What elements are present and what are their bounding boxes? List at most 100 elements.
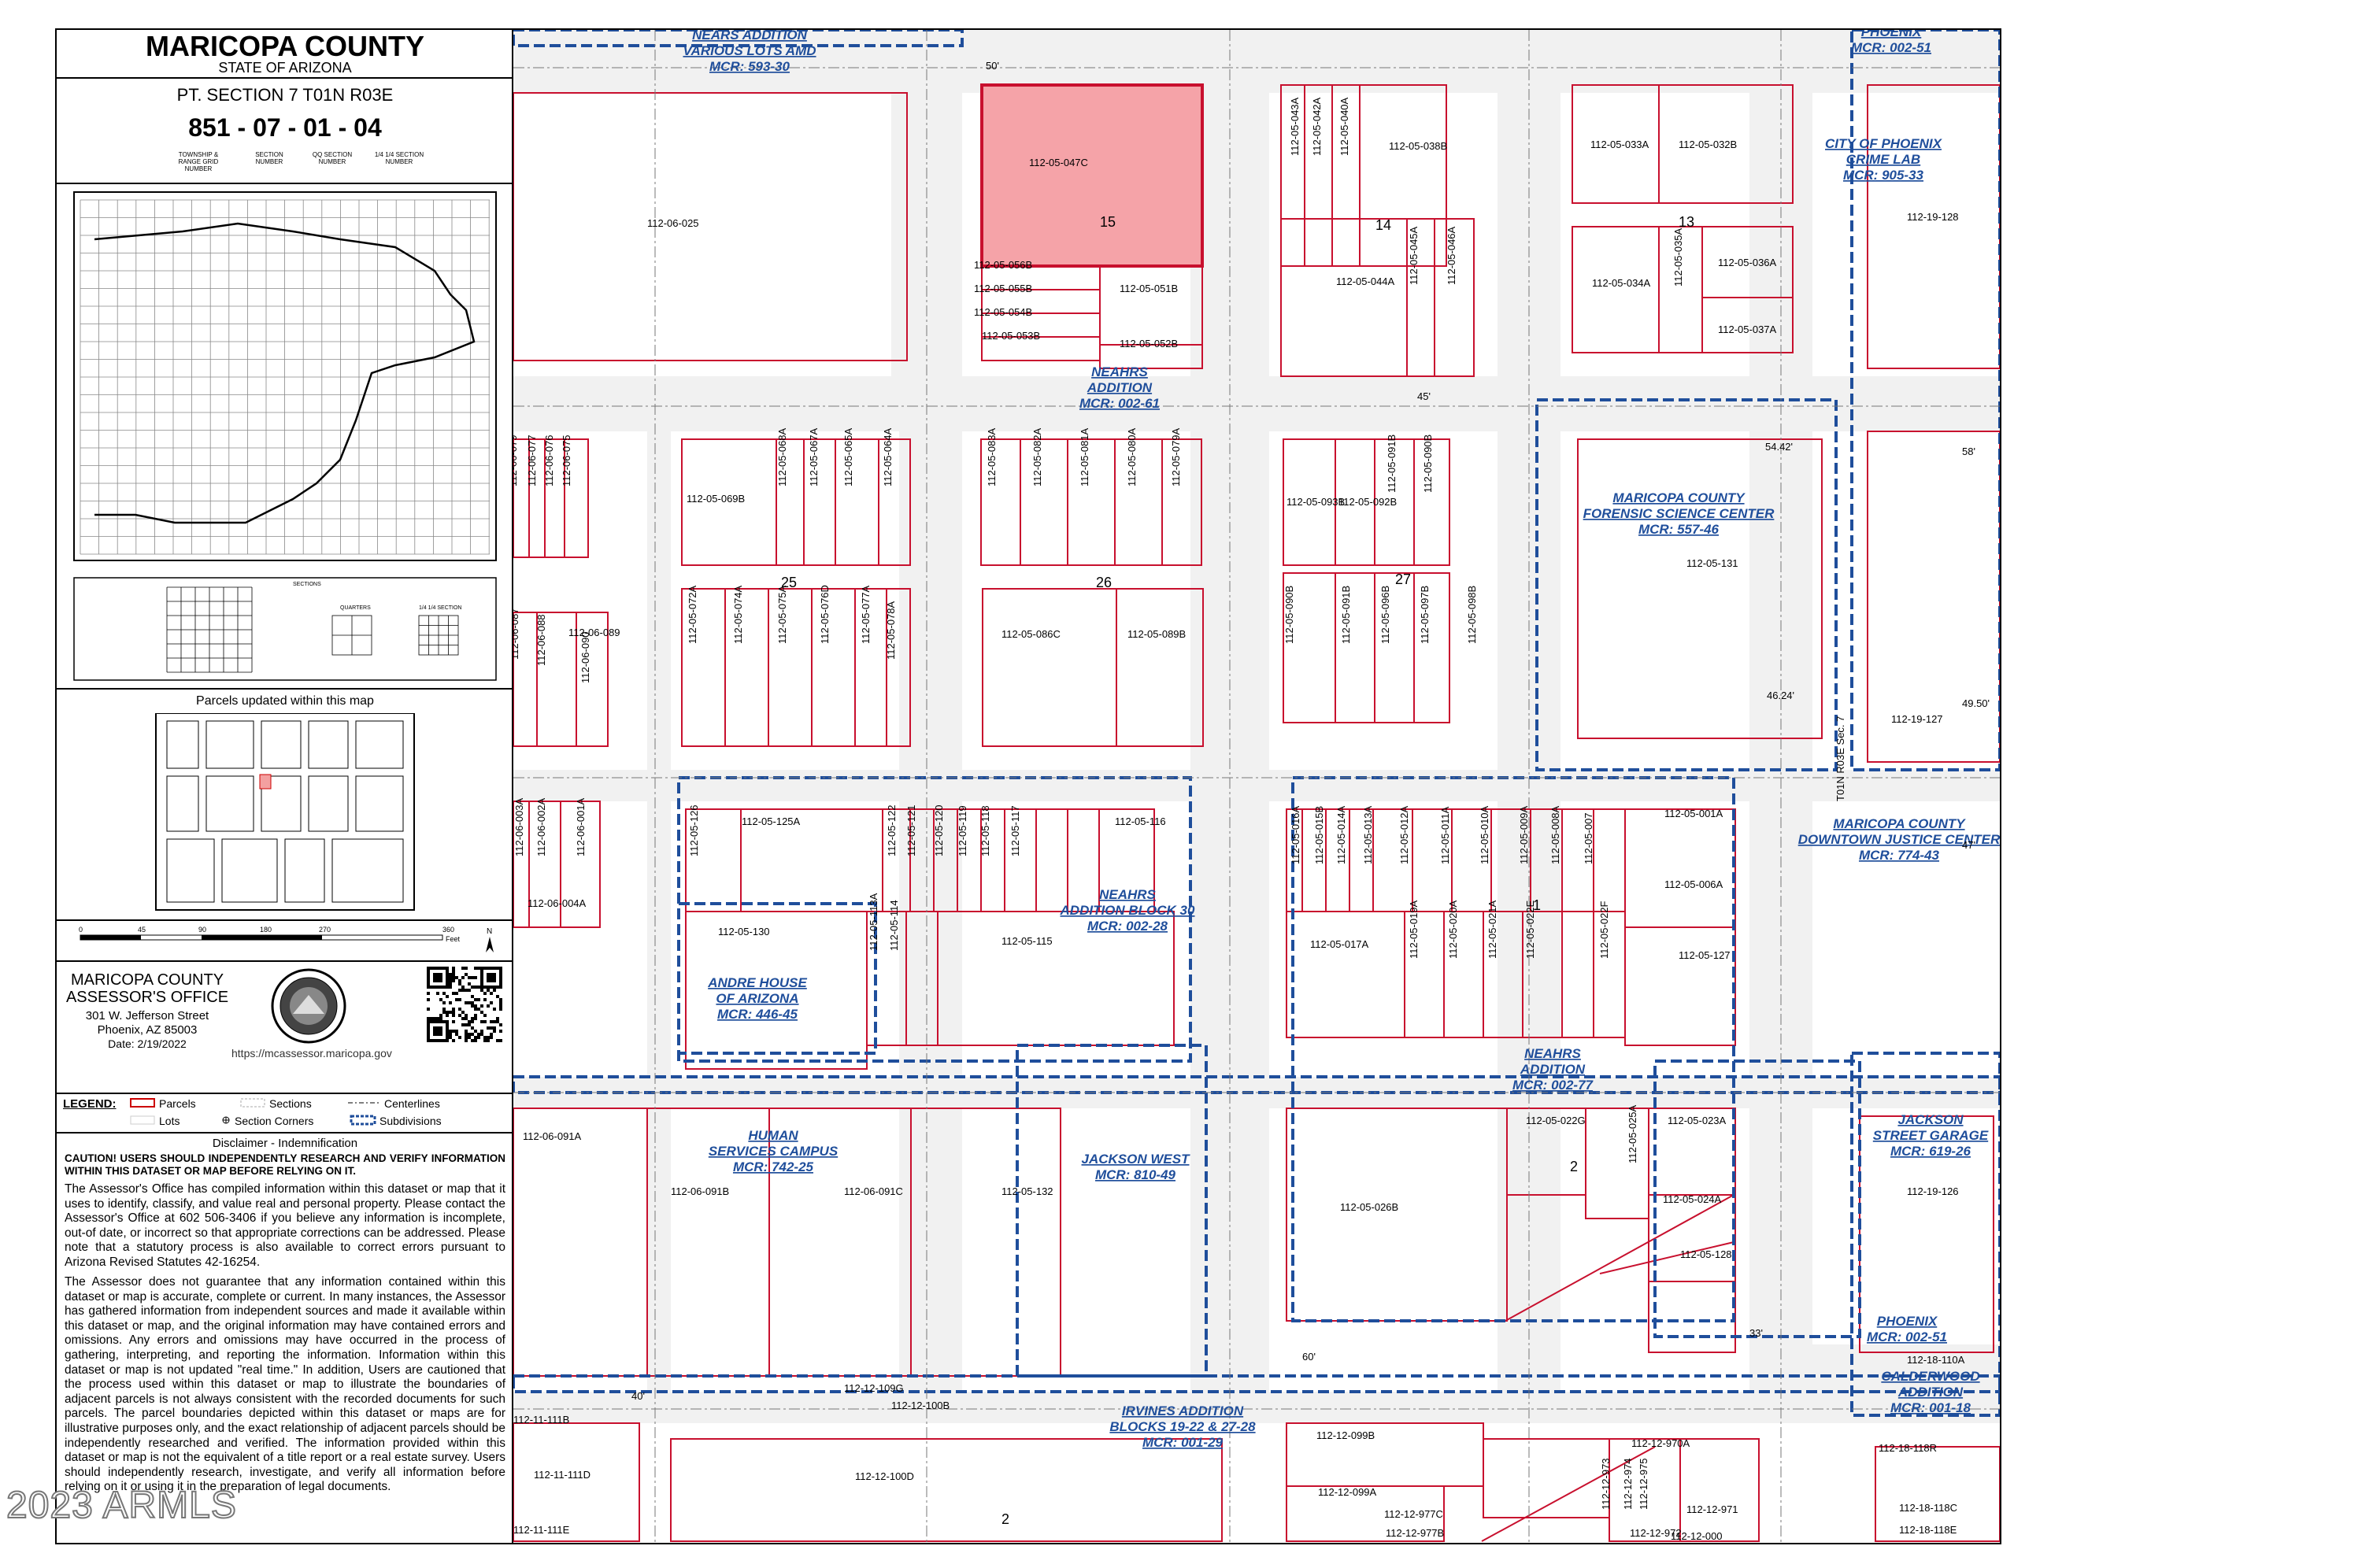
parcel-label: 112-06-075 [561,435,572,486]
parcels-updated-section: Parcels updated within this map [57,690,513,921]
parcel-label: 112-05-035A [1672,227,1684,287]
disclaimer-caution: CAUTION! USERS SHOULD INDEPENDENTLY RESE… [65,1152,505,1177]
assessor-url[interactable]: https://mcassessor.maricopa.gov [231,1047,392,1060]
parcel-label: 112-06-002A [535,797,547,856]
parcel-label: 112-05-097B [1419,586,1431,644]
svg-text:180: 180 [260,926,272,934]
subdivision-label: MARICOPA COUNTY [1612,490,1746,505]
subdivision-label: NEAHRS [1091,364,1148,379]
parcel-label: 112-05-045A [1408,226,1420,285]
subdivision-label: MCR: 557-46 [1638,522,1720,537]
subdivision-label: MCR: 001-29 [1142,1435,1224,1450]
parcel-label: 112-05-022E [1524,900,1536,959]
office-address-2: Phoenix, AZ 85003 [97,1023,198,1037]
svg-text:270: 270 [319,926,331,934]
parcel-label: 112-06-091B [671,1185,729,1197]
parcel-label: 112-05-040A [1338,97,1350,156]
parcel-label: 112-05-051B [1120,283,1178,294]
parcel-label: 112-06-091A [523,1130,582,1142]
parcel-label: 112-05-118 [979,805,991,856]
parcel-label: 112-05-064A [882,427,894,486]
parcel-label: 112-05-015B [1313,806,1325,864]
parcel-label: 112-12-977B [1386,1527,1444,1539]
parcel-label: 112-05-096B [1379,586,1391,644]
subdivision-label: OF ARIZONA [716,991,798,1006]
parcel-label: 112-05-037A [1718,324,1777,335]
parcel-label: 112-05-117 [1009,805,1021,856]
subdivision-label: MARICOPA COUNTY [1833,816,1966,831]
parcel-label: 112-05-086C [1001,628,1061,640]
dimension-label: 33' [1749,1327,1763,1339]
parcel-label: 112-05-007 [1583,812,1594,864]
subdivision-label: ADDITION BLOCK 30 [1060,903,1196,918]
subdivision-label: MCR: 002-51 [1867,1329,1947,1344]
parcel-label: 112-05-054B [974,306,1032,318]
svg-text:45: 45 [138,926,146,934]
subdivision-label: NEARS ADDITION [692,30,807,43]
subdivision-label: PHOENIX [1861,30,1923,39]
parcel-label: 112-12-977C [1384,1508,1443,1520]
legend-subdivisions: Subdivisions [379,1115,442,1127]
parcel-label: 112-05-008A [1549,805,1561,864]
block-number: 13 [1679,214,1694,230]
parcel-label: 112-05-083A [986,427,998,486]
subdivision-label: JACKSON [1897,1112,1964,1127]
parcel-label: 112-05-089B [1127,628,1186,640]
parcels-updated-thumbnail [155,713,415,911]
armls-watermark: 2023 ARMLS [6,1484,237,1527]
quarters-label: QUARTERS [340,605,371,611]
parcel-label: 112-12-100D [855,1470,914,1482]
disclaimer-title: Disclaimer - Indemnification [212,1137,358,1150]
parcel-label: 112-12-971 [1686,1503,1738,1515]
parcel-label: 112-05-082A [1031,427,1043,486]
township-index-section: SECTIONS QUARTERS 1/4 1/4 SECTION [57,184,513,690]
parcel-label: 112-05-078A [885,601,897,660]
subdivision-label: NEAHRS [1099,887,1156,902]
parcel-label: 112-06-025 [647,217,699,229]
township-grid-index: SECTIONS QUARTERS 1/4 1/4 SECTION [73,191,497,681]
parcel-label: 112-05-131 [1686,557,1738,569]
parcel-label: 112-05-026B [1340,1201,1398,1213]
legend-centerlines: Centerlines [384,1097,440,1110]
parcel-label: 112-05-009A [1518,805,1530,864]
dimension-label: 50' [986,60,999,72]
parcel-label: 112-05-042A [1311,97,1323,156]
dimension-label: 46.24' [1767,690,1794,701]
subdivision-label: MCR: 002-61 [1079,396,1160,411]
parcel-label: 112-06-001A [575,797,587,856]
parcel-label: 112-05-091B [1340,586,1352,644]
parcel-label: 112-05-011A [1439,806,1451,864]
parcel-label: 112-12-970A [1631,1437,1690,1449]
subdivision-label: ADDITION [1897,1385,1964,1400]
parcel-label: 112-05-006A [1664,878,1723,890]
map-number-label-1: TOWNSHIP & RANGE GRID NUMBER [178,151,219,172]
parcel-label: 112-05-021A [1486,900,1498,959]
block-number: 15 [1100,214,1116,230]
parcel-label: 112-05-019A [1408,900,1420,959]
state-subtitle: STATE OF ARIZONA [218,60,352,76]
block-number: 26 [1096,575,1112,590]
dimension-label: 49.50' [1962,697,1990,709]
scale-bar: 0 45 90 180 270 360 Feet N [79,926,494,952]
legend-lots: Lots [159,1115,180,1127]
parcel-label: 112-05-130 [718,926,770,937]
map-number-label-2: SECTION NUMBER [255,151,283,165]
parcel-label: 112-11-111B [513,1414,569,1426]
subdivision-label: MCR: 001-18 [1890,1400,1971,1415]
parcel-label: 112-05-033A [1590,139,1649,150]
parcel-label: 112-05-091B [1386,435,1398,493]
section-line-label: T01N R03E Sec. 7 [1834,716,1846,801]
parcel-label: 112-05-069B [687,493,745,505]
block-number: 1 [1533,897,1541,913]
subdivision-label: MCR: 446-45 [717,1007,798,1022]
parcel-label: 112-05-072A [687,585,698,644]
parcel-label: 112-06-089 [568,627,620,638]
subdivision-label: BLOCKS 19-22 & 27-28 [1109,1419,1256,1434]
dimension-label: 47' [1962,839,1975,851]
parcel-label: 112-05-013A [1362,805,1374,864]
subdivision-label: VARIOUS LOTS AMD [683,43,816,58]
sections-label: SECTIONS [293,582,321,587]
parcel-label: 112-05-024A [1663,1193,1722,1205]
parcel-label: 112-05-114 [888,900,900,951]
parcel-label: 112-05-044A [1336,276,1395,287]
